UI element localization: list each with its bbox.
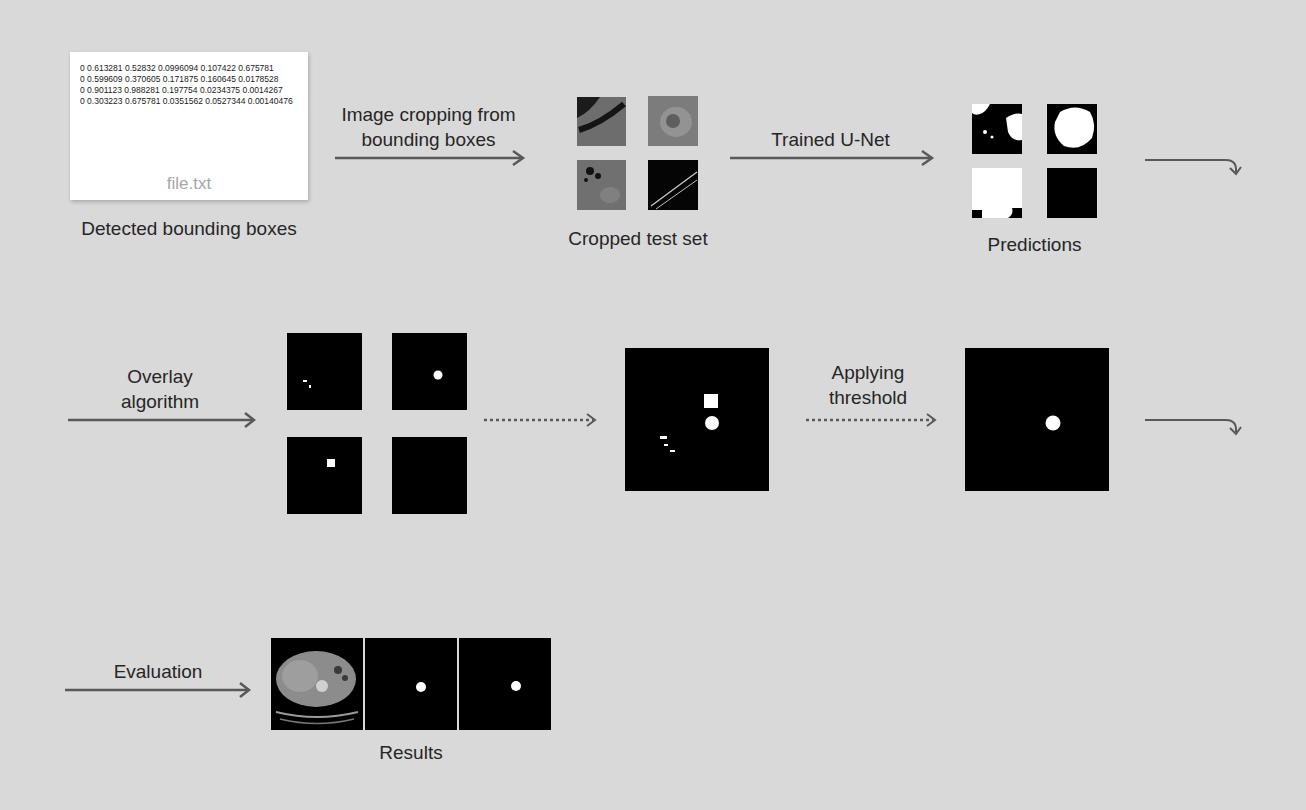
overlay-mask [392,333,467,410]
mask-hole [972,210,982,218]
ct-body [276,651,356,707]
mask-blob [303,380,307,382]
ct-slice [271,638,363,730]
mask-blob [991,136,994,139]
arrow-head [240,683,249,697]
dotted-arrow [484,419,593,422]
mask-blob [983,130,987,134]
arrow-head [513,151,523,165]
ct-dark-region [577,97,600,118]
mask-blob [705,416,719,430]
mask-blob [1054,108,1094,148]
ct-spot [584,178,588,182]
dotted-arrow [806,419,933,422]
ct-table [280,719,354,724]
mask-blob [434,371,443,380]
mask-blob [660,436,667,439]
ct-organ [342,675,348,681]
ct-spot [586,167,594,175]
ct-crop [648,96,698,146]
arrow-head [1230,427,1241,434]
ct-crop [577,97,626,146]
ct-band [579,104,624,130]
ct-organ [660,107,692,137]
arrow [68,419,253,422]
step-label: Applying threshold [808,360,928,410]
ct-organ [282,660,318,692]
mask-hole [1008,208,1022,218]
mask-blob [309,385,311,388]
arrow-head [1230,167,1241,174]
arrow-head [922,151,932,165]
file-name: file.txt [70,174,308,194]
ct-organ [334,666,342,674]
overlay-mask [287,437,362,514]
caption: Detected bounding boxes [81,217,297,240]
mask-blob [670,450,675,452]
prediction-mask [1047,104,1097,154]
ground-truth-mask [365,638,457,730]
bbox-line: 0 0.613281 0.52832 0.0996094 0.107422 0.… [80,63,293,74]
caption: Predictions [988,233,1082,256]
threshold-mask [965,348,1109,491]
combined-mask [625,348,769,491]
ct-edge-line [656,180,697,209]
text-file: 0 0.613281 0.52832 0.0996094 0.107422 0.… [70,52,308,200]
connector-line [730,157,931,160]
mask-blob [972,104,990,115]
prediction-mask [972,104,1022,154]
mask-blob [704,394,718,408]
mask-blob [1046,416,1061,431]
edge-label: Image cropping from bounding boxes [329,102,529,152]
step-label: Evaluation [83,659,233,684]
prediction-mask [972,168,1022,218]
mask-blob [511,681,521,691]
image-group: Results [269,636,553,732]
bbox-line: 0 0.901123 0.988281 0.197754 0.0234375 0… [80,85,293,96]
bbox-line: 0 0.303223 0.675781 0.0351562 0.0527344 … [80,96,293,107]
wrap-arrow [1145,420,1236,432]
ct-crop [648,160,698,210]
ct-crop [577,160,626,210]
mask-blob [1006,114,1022,141]
predicted-mask [459,638,551,730]
ct-spine [316,680,328,692]
wrap-arrow [1145,160,1236,172]
caption: Cropped test set [568,227,707,250]
arrow [65,689,248,692]
mask-blob [327,459,335,467]
ct-organ [600,187,620,203]
image-group: Cropped test set [574,92,702,216]
text-content: 0 0.613281 0.52832 0.0996094 0.107422 0.… [80,63,293,107]
connector-arrow [335,151,523,165]
step-label: Overlay algorithm [105,364,215,414]
ct-table [276,712,358,717]
mask-blob [664,444,668,446]
caption: Results [379,741,442,764]
connector-arrow [730,151,932,165]
ct-organ [666,114,680,128]
arrow-head [587,414,595,426]
connector-line [335,157,522,160]
arrow-head [927,414,935,426]
image-group: Predictions [968,100,1101,222]
bbox-line: 0 0.599609 0.370605 0.171875 0.160645 0.… [80,74,293,85]
arrow-head [245,413,254,427]
ct-edge-line [651,172,697,206]
mask-blob [416,682,426,692]
edge-label: Trained U-Net [731,127,931,152]
overlay-mask [392,437,467,514]
ct-spot [595,173,601,179]
prediction-mask [1047,168,1097,218]
overlay-mask [287,333,362,410]
